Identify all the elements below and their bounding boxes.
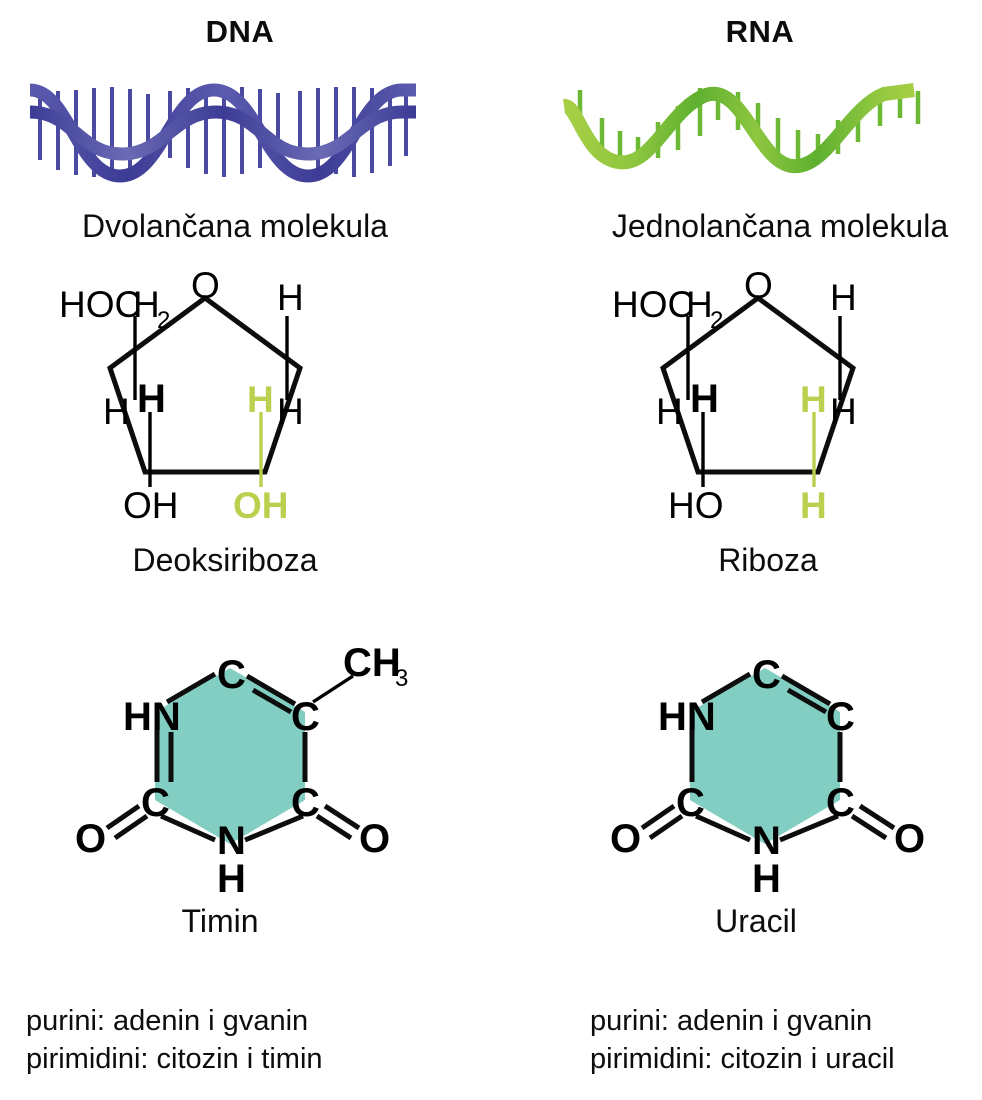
label-h-bottom: H (217, 857, 246, 901)
dna-pyrimidines-line: pirimidini: citozin i timin (26, 1043, 323, 1075)
label-h2: H (686, 284, 713, 325)
ribose-caption: Riboza (718, 542, 818, 578)
label-oxygen-right: O (359, 817, 390, 861)
label-methyl: CH (343, 641, 401, 685)
label-n-bottom: N (752, 819, 781, 863)
pentagon-ring (660, 294, 856, 475)
deoxyribose-caption: Deoksiriboza (132, 542, 318, 578)
rna-strand-caption: Jednolančana molekula (611, 208, 949, 244)
label-right-bottom-h: H (277, 391, 304, 432)
label-c-bottom-left: C (141, 781, 170, 825)
label-inner-left-h: H (690, 377, 719, 421)
label-hn-top-left: HN (123, 695, 181, 739)
label-h2-subscript: 2 (710, 307, 723, 334)
thymine-structure: C C C N H C HN CH 3 O O (75, 640, 415, 901)
bond-methyl (312, 674, 354, 704)
rna-pyrimidines-line: pirimidini: citozin i uracil (590, 1043, 895, 1075)
label-left-bottom-h: H (656, 391, 683, 432)
uracil-caption: Uracil (715, 903, 797, 939)
label-hoc: HOC (612, 284, 694, 325)
column-title-rna: RNA (725, 14, 795, 49)
label-left-bottom-h: H (103, 391, 130, 432)
label-ring-oxygen: O (744, 265, 773, 306)
label-hn-top-left: HN (658, 695, 716, 739)
label-h2-subscript: 2 (157, 307, 170, 334)
label-right-bottom-h: H (830, 391, 857, 432)
dna-strand-caption: Dvolančana molekula (82, 208, 388, 244)
label-bottom-right-h: H (800, 485, 827, 526)
hexagon-ring (155, 668, 305, 844)
label-bottom-right-oh: OH (233, 485, 289, 526)
dna-purines-line: purini: adenin i gvanin (26, 1005, 309, 1037)
label-n-bottom: N (217, 819, 246, 863)
label-inner-left-h: H (137, 377, 166, 421)
deoxyribose-structure: HOC H 2 O H H H H H OH OH (55, 265, 355, 526)
label-oxygen-right: O (894, 817, 925, 861)
label-right-top-h: H (830, 277, 857, 318)
thymine-caption: Timin (181, 903, 259, 939)
column-title-dna: DNA (205, 14, 275, 49)
label-h2: H (133, 284, 160, 325)
label-methyl-subscript: 3 (395, 665, 408, 692)
rna-base-list: purini: adenin i gvanin pirimidini: cito… (590, 1002, 895, 1078)
uracil-structure: C C C N H C HN O O (610, 640, 950, 901)
label-c-top-right: C (291, 695, 320, 739)
rna-single-strand-illustration (560, 78, 950, 188)
label-bottom-left-oh: OH (123, 485, 179, 526)
label-inner-right-h: H (247, 379, 274, 420)
dna-base-list: purini: adenin i gvanin pirimidini: cito… (26, 1002, 323, 1078)
rna-purines-line: purini: adenin i gvanin (590, 1005, 873, 1037)
pentagon-ring (107, 294, 303, 475)
label-c-top: C (752, 653, 781, 697)
label-c-bottom-right: C (291, 781, 320, 825)
label-ring-oxygen: O (191, 265, 220, 306)
label-c-top: C (217, 653, 246, 697)
label-right-top-h: H (277, 277, 304, 318)
ribose-structure: HOC H 2 O H H H H H HO H (608, 265, 908, 526)
label-oxygen-left: O (75, 817, 106, 861)
label-c-top-right: C (826, 695, 855, 739)
label-bottom-left-ho: HO (668, 485, 724, 526)
dna-double-helix-illustration (28, 78, 418, 188)
label-hoc: HOC (59, 284, 141, 325)
label-inner-right-h: H (800, 379, 827, 420)
hexagon-ring (690, 668, 840, 844)
label-c-bottom-right: C (826, 781, 855, 825)
label-c-bottom-left: C (676, 781, 705, 825)
label-h-bottom: H (752, 857, 781, 901)
label-oxygen-left: O (610, 817, 641, 861)
